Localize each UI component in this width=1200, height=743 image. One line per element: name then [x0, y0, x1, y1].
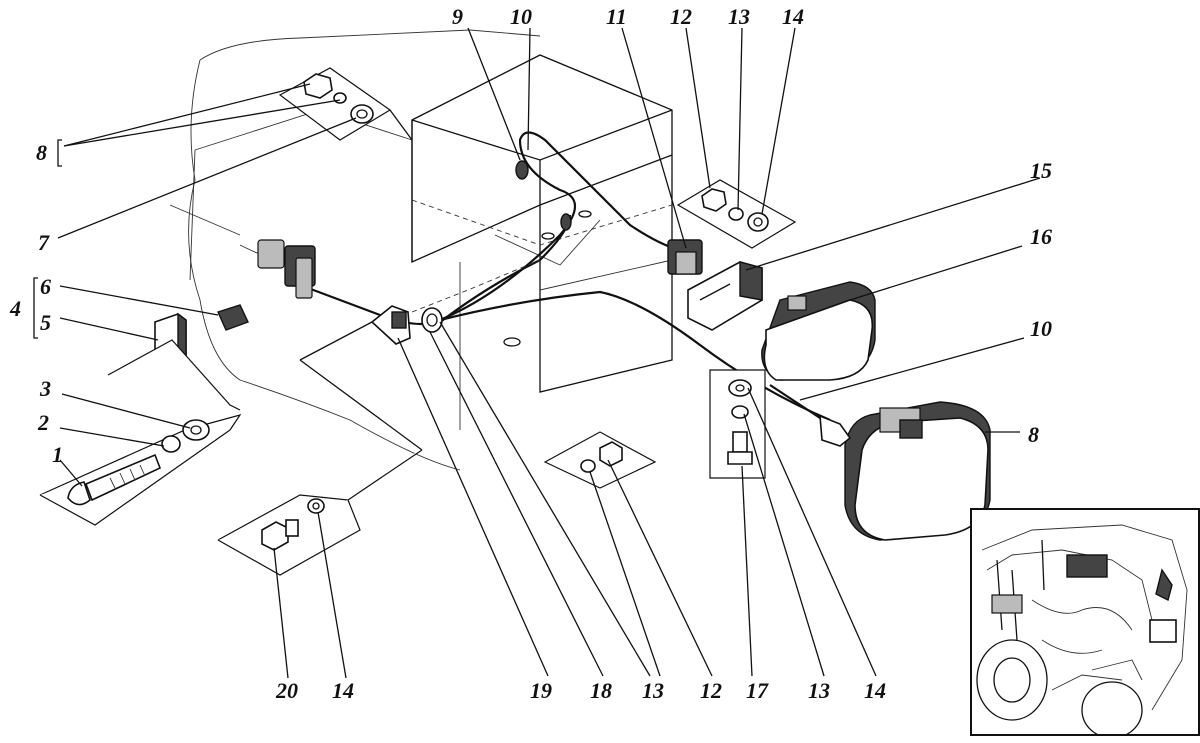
callout-9: 9: [452, 4, 463, 29]
callout-8-right: 8: [1028, 422, 1039, 447]
callout-10-right: 10: [1030, 316, 1052, 341]
bolt-assembly: [39, 413, 242, 526]
connector-11: [667, 239, 703, 275]
pad-6: [217, 304, 249, 331]
callout-14-top: 14: [782, 4, 804, 29]
callout-13-bottom-b: 13: [808, 678, 830, 703]
callout-6: 6: [40, 274, 51, 299]
callout-14-bottom-a: 14: [332, 678, 354, 703]
harness-connector: [257, 239, 316, 299]
callout-10-top: 10: [510, 4, 532, 29]
callout-8-left: 8: [36, 140, 47, 165]
callout-20: 20: [276, 678, 298, 703]
callout-11: 11: [606, 4, 627, 29]
callout-13-top: 13: [728, 4, 750, 29]
lamp-8: [844, 401, 991, 541]
plate-12-14-hardware: [676, 179, 797, 249]
callout-15: 15: [1030, 158, 1052, 183]
grommet-9: [515, 160, 529, 180]
harness-clamp: [370, 305, 443, 345]
callout-2: 2: [38, 410, 49, 435]
callout-3: 3: [40, 376, 51, 401]
grommet-upper: [560, 213, 572, 231]
wire-connector-10: [769, 384, 852, 447]
callout-5: 5: [40, 310, 51, 335]
callout-18: 18: [590, 678, 612, 703]
callout-16: 16: [1030, 224, 1052, 249]
leader-lines: [57, 27, 1041, 679]
bracket-15: [687, 261, 763, 331]
plate-8-hardware: [278, 67, 413, 141]
callout-7: 7: [38, 230, 49, 255]
plate-12-13-hardware: [543, 431, 657, 489]
plate-20-14-hardware: [217, 449, 423, 576]
callout-19: 19: [530, 678, 552, 703]
inset-drawing: [976, 524, 1188, 734]
callout-12-bottom: 12: [700, 678, 722, 703]
lamp-16: [761, 281, 876, 381]
plate-17-hardware: [709, 369, 766, 479]
callout-1: 1: [52, 442, 63, 467]
bracket-5: [107, 312, 241, 411]
callout-13-bottom-a: 13: [642, 678, 664, 703]
callout-4: 4: [10, 296, 21, 321]
callout-17: 17: [746, 678, 768, 703]
callout-12-top: 12: [670, 4, 692, 29]
transparent-box: [411, 54, 673, 430]
callout-14-bottom-b: 14: [864, 678, 886, 703]
vehicle-location-inset: [970, 508, 1200, 736]
